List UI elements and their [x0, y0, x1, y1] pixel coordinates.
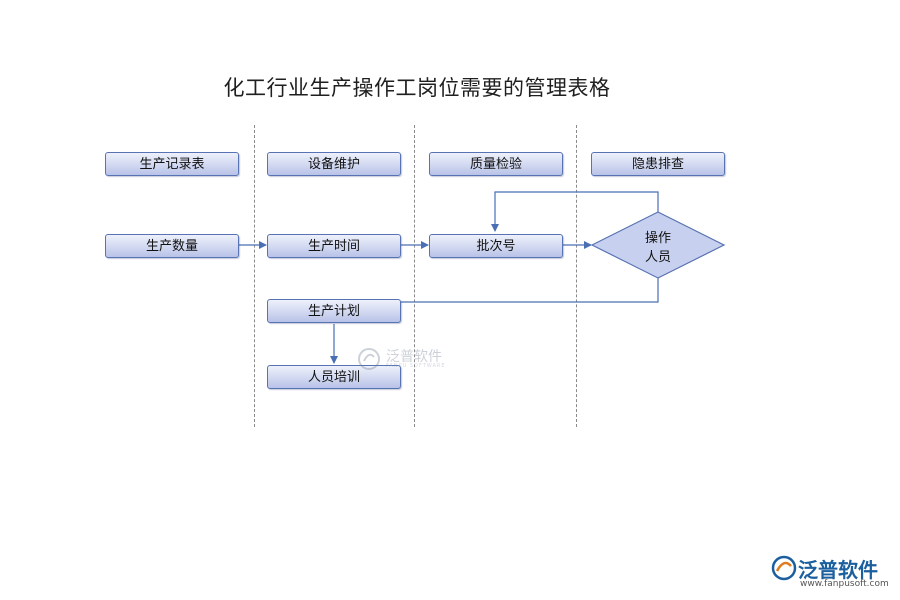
- watermark-text: 泛普软件: [386, 349, 442, 365]
- header-quality-inspection: 质量检验: [429, 152, 563, 176]
- brand-logo-text: 泛普软件: [798, 558, 878, 582]
- brand-logo-icon: [771, 555, 797, 581]
- node-production-quantity: 生产数量: [105, 234, 239, 258]
- decision-operator-line1: 操作: [644, 231, 671, 246]
- lane-divider: [414, 125, 415, 427]
- header-equipment-maintenance: 设备维护: [267, 152, 401, 176]
- lane-divider: [576, 125, 577, 427]
- line-operator-to-plan: [401, 278, 659, 303]
- node-staff-training: 人员培训: [267, 365, 401, 389]
- brand-logo: 泛普软件 www.fanpusoft.com: [770, 554, 895, 594]
- page-title: 化工行业生产操作工岗位需要的管理表格: [223, 76, 611, 100]
- node-batch-number: 批次号: [429, 234, 563, 258]
- header-production-record: 生产记录表: [105, 152, 239, 176]
- decision-diamond: [590, 211, 726, 279]
- node-production-plan: 生产计划: [267, 299, 401, 323]
- decision-operator-label: 操作 人员: [628, 229, 688, 267]
- brand-logo-url: www.fanpusoft.com: [800, 579, 889, 589]
- watermark-icon: [358, 348, 380, 370]
- lane-divider: [254, 125, 255, 427]
- watermark-subtext: FANPU SOFTWARE: [386, 363, 446, 369]
- header-hazard-check: 隐患排查: [591, 152, 725, 176]
- decision-operator-line2: 人员: [644, 250, 671, 265]
- arrow-operator-to-batch-loop: [491, 191, 659, 232]
- watermark: 泛普软件 FANPU SOFTWARE: [356, 346, 456, 376]
- node-production-time: 生产时间: [267, 234, 401, 258]
